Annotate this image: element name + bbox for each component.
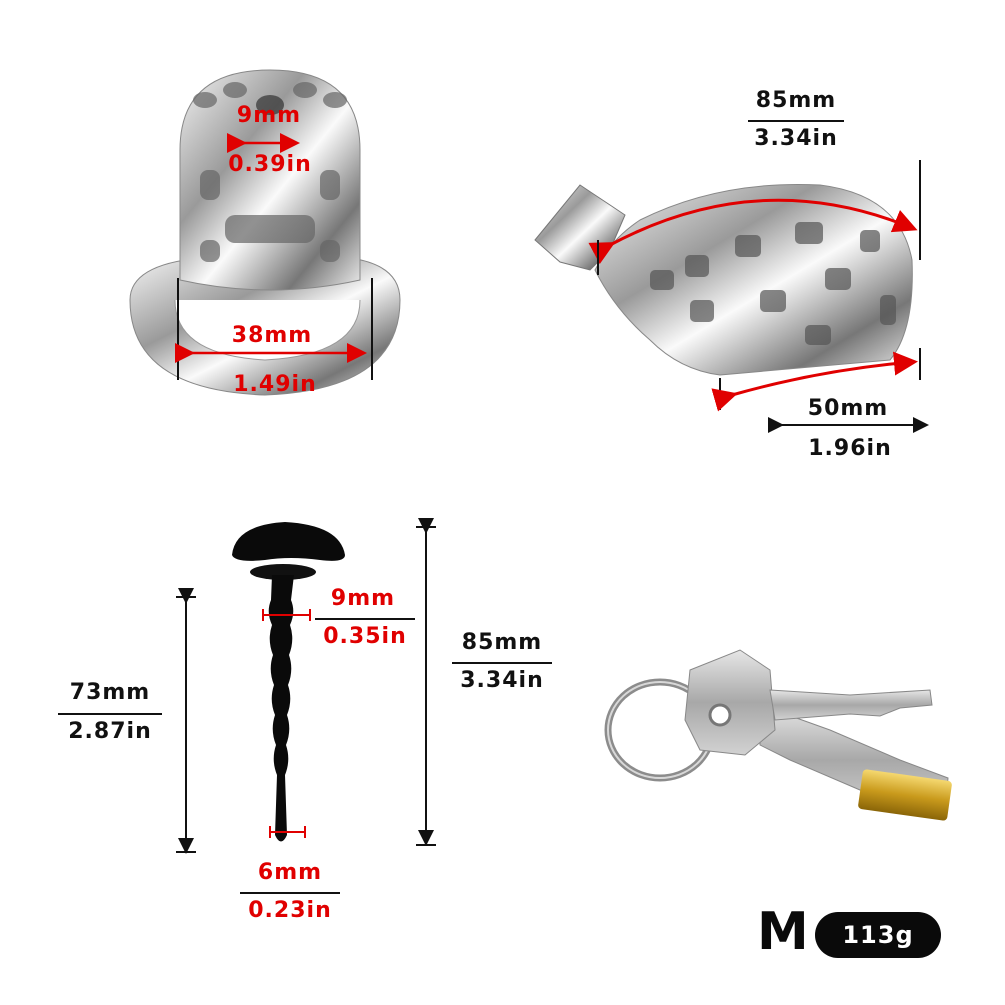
side-length-in: 3.34in <box>748 120 844 152</box>
side-base-length-mm: 50mm <box>807 396 889 421</box>
tube-bottom-diameter-mm: 6mm <box>257 860 323 885</box>
front-top-hole-mm: 9mm <box>236 103 302 128</box>
side-base-length-in: 1.96in <box>808 436 892 461</box>
tube-top-diameter-mm: 9mm <box>330 586 396 611</box>
keys-with-ring <box>604 649 952 821</box>
tube-insert-length-mm: 73mm <box>69 680 151 705</box>
weight-badge: 113g <box>815 912 941 958</box>
urethral-tube <box>176 518 436 854</box>
front-base-width-mm: 38mm <box>231 323 313 348</box>
tube-bottom-diameter-in: 0.23in <box>240 892 340 924</box>
size-label: M <box>757 902 809 962</box>
side-length-mm: 85mm <box>755 88 837 113</box>
tube-top-diameter-in: 0.35in <box>315 618 415 650</box>
tube-total-length-mm: 85mm <box>461 630 543 655</box>
cage-front-view <box>129 69 401 396</box>
tube-insert-length-in: 2.87in <box>58 713 162 745</box>
cage-side-view <box>534 160 929 433</box>
front-top-hole-in: 0.39in <box>228 152 312 177</box>
tube-total-length-in: 3.34in <box>452 662 552 694</box>
front-base-width-in: 1.49in <box>233 372 317 397</box>
